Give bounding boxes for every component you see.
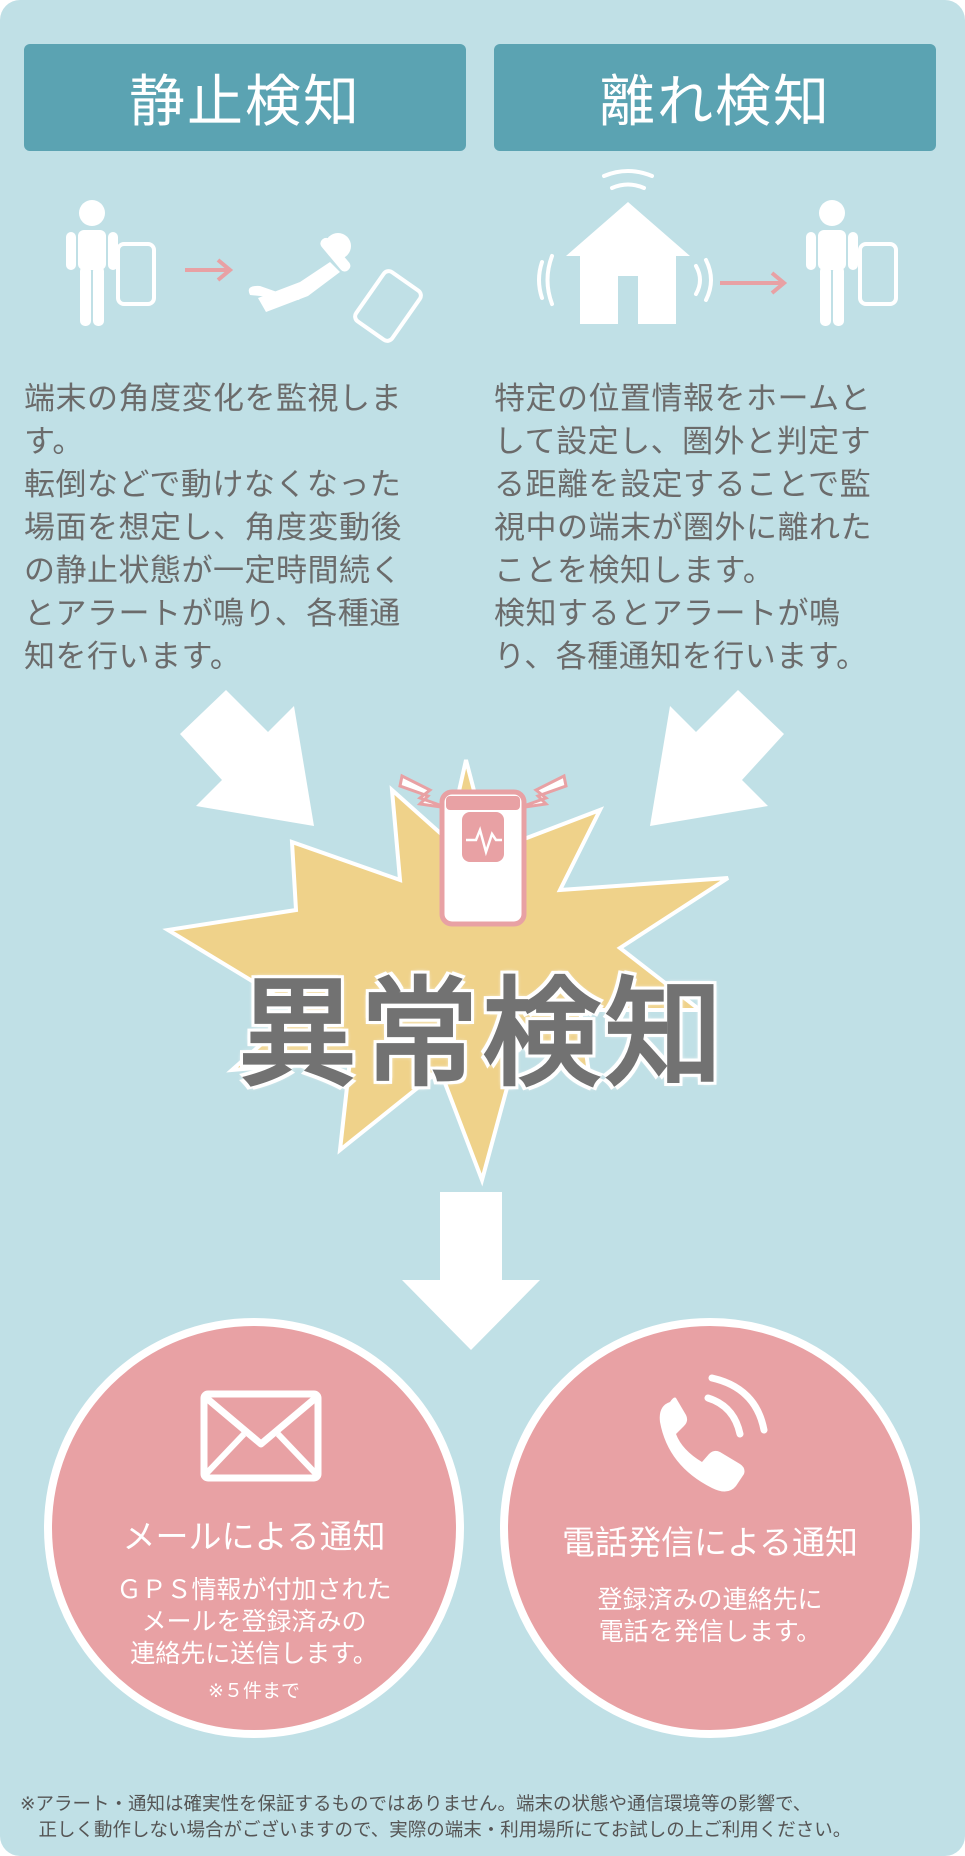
separation-description: 特定の位置情報をホームと して設定し、圏外と判定す る距離を設定することで監 視… xyxy=(494,381,872,675)
header-stationary-detection: 静止検知 xyxy=(24,44,466,151)
arrow-down-icon xyxy=(402,1192,540,1350)
mail-notification-note: ※５件まで xyxy=(208,1680,300,1702)
alert-phone-icon xyxy=(398,773,568,927)
arrow-down-left-icon xyxy=(650,690,784,826)
stationary-description: 端末の角度変化を監視しま す。 転倒などで動けなくなった 場面を想定し、角度変動… xyxy=(24,381,402,675)
header-separation-detection: 離れ検知 xyxy=(494,44,936,151)
envelope-icon xyxy=(200,1390,322,1482)
mail-notification-body: ＧＰＳ情報が付加された メールを登録済みの 連絡先に送信します。 xyxy=(116,1575,392,1668)
starburst-shape xyxy=(162,759,730,1187)
anomaly-detection-title: 異常検知 xyxy=(238,965,727,1103)
disclaimer-footnote: ※アラート・通知は確実性を保証するものではありません。端末の状態や通信環境等の影… xyxy=(20,1794,852,1841)
mail-notification-circle: メールによる通知 ＧＰＳ情報が付加された メールを登録済みの 連絡先に送信します… xyxy=(44,1318,464,1738)
phone-notification-title: 電話発信による通知 xyxy=(561,1523,858,1562)
standing-person-icon xyxy=(66,200,423,343)
mail-notification-title: メールによる通知 xyxy=(122,1517,386,1556)
house-icon xyxy=(537,169,898,326)
arrow-down-right-icon xyxy=(180,690,314,826)
phone-notification-body: 登録済みの連絡先に 電話を発信します。 xyxy=(597,1585,823,1646)
phone-icon xyxy=(659,1374,768,1492)
phone-notification-circle: 電話発信による通知 登録済みの連絡先に 電話を発信します。 xyxy=(500,1318,920,1738)
